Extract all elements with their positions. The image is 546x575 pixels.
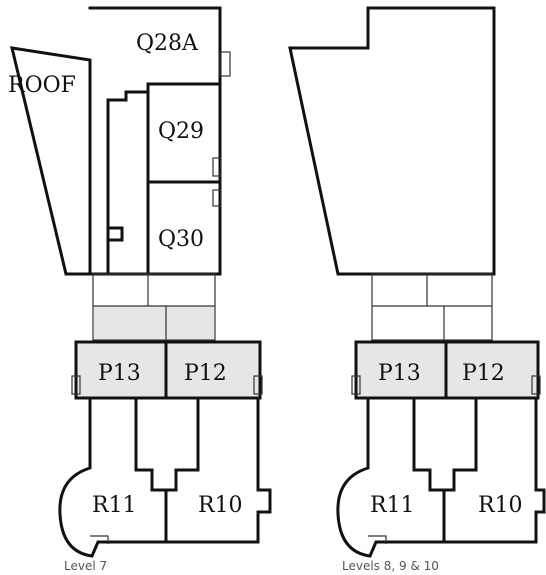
- plan-levels-8-9-10: P13 P12 R11 R10 Levels 8, 9 & 10: [288, 6, 546, 573]
- p12-balcony-upper: [531, 375, 541, 395]
- upper-slab-outline: [288, 6, 496, 276]
- r-block-core: [134, 396, 200, 492]
- label-r11: R11: [92, 493, 137, 518]
- tower-inner-wall: [106, 90, 150, 276]
- label-p13: P13: [98, 361, 141, 386]
- lobby-shaded: [94, 306, 214, 339]
- label-p13-upper: P13: [378, 361, 421, 386]
- caption-levels-8-9-10: Levels 8, 9 & 10: [342, 559, 439, 573]
- p-block-outline: [74, 340, 262, 400]
- q28a-balcony: [219, 51, 231, 77]
- corridor-link-upper: [371, 273, 493, 341]
- label-r11-upper: R11: [370, 493, 415, 518]
- q30-balcony: [212, 189, 222, 207]
- p-block-outline-upper: [354, 340, 540, 400]
- plan-level-7: ROOF Q28A Q29 Q30 P13 P12 R11 R10 Level …: [8, 6, 272, 573]
- q29-balcony: [212, 157, 222, 177]
- caption-level-7: Level 7: [64, 559, 107, 573]
- label-q29: Q29: [158, 119, 204, 144]
- r11-bay-window-upper: [368, 535, 387, 544]
- r-block-core-upper: [412, 396, 478, 492]
- label-roof: ROOF: [8, 73, 76, 98]
- corridor-link: [92, 273, 216, 341]
- p13-balcony: [71, 375, 81, 395]
- label-p12-upper: P12: [462, 361, 505, 386]
- r11-bay-window: [90, 535, 109, 544]
- r-block-outline: [58, 396, 272, 558]
- r-block-outline-upper: [336, 396, 546, 558]
- p12-balcony: [253, 375, 263, 395]
- label-q30: Q30: [158, 227, 204, 252]
- label-r10-upper: R10: [478, 493, 523, 518]
- p-block-shaded: [76, 342, 260, 398]
- tower-inner-notch: [106, 226, 124, 242]
- label-q28a: Q28A: [136, 31, 199, 56]
- p13-balcony-upper: [351, 375, 361, 395]
- label-r10: R10: [198, 493, 243, 518]
- label-p12: P12: [184, 361, 227, 386]
